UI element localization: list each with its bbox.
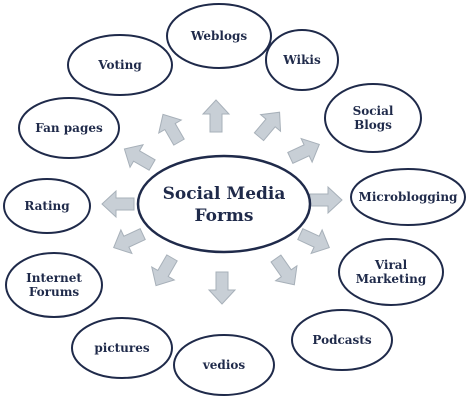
node-voting: Voting (67, 34, 173, 96)
arrow-to-vedios (207, 271, 237, 305)
node-ellipse (18, 97, 120, 159)
node-label-line: Wikis (282, 53, 321, 67)
node-ellipse (338, 238, 444, 306)
node-label-line: Rating (24, 199, 70, 213)
node-ellipse (291, 309, 393, 371)
node-label-line: Microblogging (359, 190, 458, 204)
node-ellipse (71, 317, 173, 379)
node-label-line: Marketing (356, 272, 427, 286)
node-pictures: pictures (71, 317, 173, 379)
node-ellipse (67, 34, 173, 96)
node-label-line: Fan pages (35, 121, 103, 135)
center-label-line: Forms (195, 206, 254, 226)
node-vedios: vedios (173, 334, 275, 396)
center-ellipse (136, 154, 312, 254)
arrow-to-weblogs (201, 99, 231, 133)
arrow-to-fan-pages (123, 143, 156, 171)
arrow-to-pictures (150, 254, 178, 287)
arrow-to-rating (101, 189, 135, 219)
node-microblogging: Microblogging (350, 168, 466, 226)
node-label-line: Voting (97, 58, 142, 72)
node-label-line: vedios (202, 358, 246, 372)
arrow-to-viral-marketing (297, 227, 330, 255)
node-ellipse (3, 178, 91, 234)
arrow-to-podcasts (270, 254, 298, 286)
node-label-line: Weblogs (190, 29, 247, 43)
node-label-line: Forums (29, 285, 80, 299)
node-podcasts: Podcasts (291, 309, 393, 371)
node-ellipse (265, 29, 339, 91)
node-wikis: Wikis (265, 29, 339, 91)
node-label-line: Blogs (354, 118, 392, 132)
node-fan-pages: Fan pages (18, 97, 120, 159)
node-ellipse (324, 83, 422, 153)
node-ellipse (350, 168, 466, 226)
arrow-to-social-blogs (287, 137, 320, 165)
node-ellipse (173, 334, 275, 396)
arrow-to-internet-forums (113, 227, 146, 255)
node-label-line: Podcasts (312, 333, 371, 347)
arrow-to-wikis (253, 111, 282, 142)
node-weblogs: Weblogs (166, 3, 272, 69)
node-rating: Rating (3, 178, 91, 234)
arrow-to-voting (157, 113, 185, 146)
node-label-line: Internet (26, 271, 82, 285)
node-ellipse (166, 3, 272, 69)
node-label-line: Viral (374, 258, 408, 272)
node-ellipse (5, 252, 103, 318)
node-label-line: pictures (94, 341, 149, 355)
arrow-to-microblogging (309, 185, 343, 215)
center-label-line: Social Media (163, 184, 286, 204)
node-label-line: Social (353, 104, 394, 118)
